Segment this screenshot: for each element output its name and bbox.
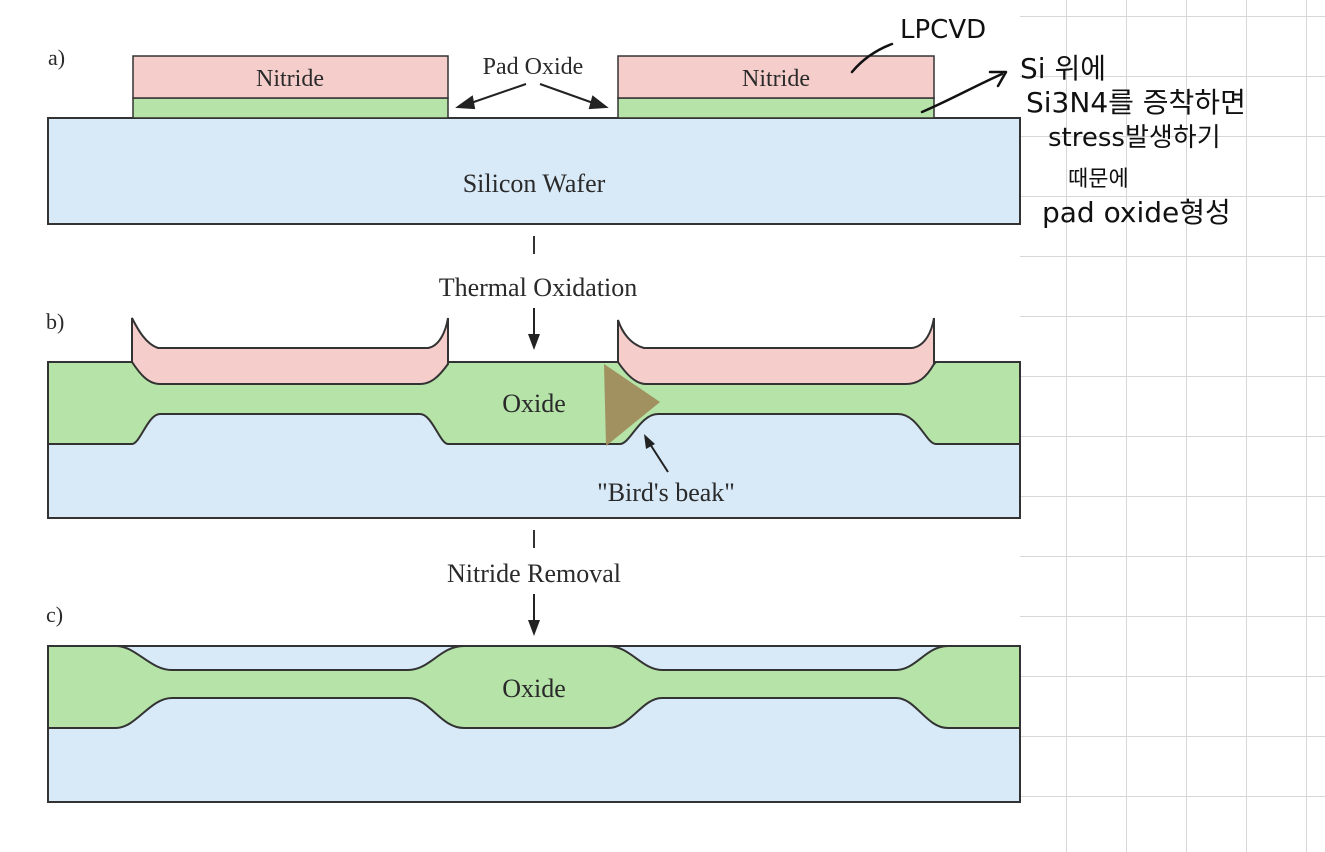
nitride-right (617, 55, 935, 99)
birds-beak-arrow (644, 434, 669, 473)
stress-note-arrowhead (988, 70, 1008, 88)
down-arrow-2 (528, 594, 540, 636)
silicon-wafer-label: Silicon Wafer (463, 169, 606, 198)
step-thermal-oxidation: Thermal Oxidation (439, 236, 638, 350)
step-thermal-oxidation-label: Thermal Oxidation (439, 273, 638, 302)
field-oxide-c (47, 645, 1021, 729)
panel-c-letter: c) (46, 602, 63, 627)
note-line-5: pad oxide형성 (1042, 196, 1231, 229)
nitride-left (132, 55, 449, 99)
note-line-2: Si3N4를 증착하면 (1026, 86, 1246, 119)
birds-beak-region (604, 364, 660, 446)
pad-oxide-label: Pad Oxide (483, 54, 584, 80)
panel-a-letter: a) (48, 45, 65, 70)
handwritten-annotations: LPCVD Si 위에 Si3N4를 증착하면 stress발생하기 때문에 p… (850, 15, 1246, 229)
panel-b-letter: b) (46, 309, 64, 334)
note-line-4: 때문에 (1068, 167, 1129, 192)
lpcvd-note: LPCVD (900, 15, 986, 45)
step-nitride-removal-label: Nitride Removal (447, 559, 621, 588)
pad-oxide-left (132, 97, 449, 119)
lpcvd-pointer-line (850, 42, 894, 74)
nitride-left-b (131, 317, 449, 385)
panel-b: b) Oxide "Bird's beak" (46, 309, 1021, 519)
birds-beak-label: "Bird's beak" (597, 478, 735, 507)
nitride-right-b (617, 317, 935, 385)
oxide-label-c: Oxide (502, 674, 566, 703)
pad-oxide-right (617, 97, 935, 119)
pad-oxide-arrows (455, 83, 609, 110)
panel-c: c) Oxide (46, 602, 1021, 803)
nitride-left-label: Nitride (256, 66, 324, 92)
nitride-right-label: Nitride (742, 66, 810, 92)
note-line-1: Si 위에 (1020, 52, 1106, 85)
note-line-3: stress발생하기 (1048, 123, 1221, 153)
oxide-label-b: Oxide (502, 389, 566, 418)
stress-note-arrow (920, 72, 1004, 114)
down-arrow-1 (528, 308, 540, 350)
step-nitride-removal: Nitride Removal (447, 530, 621, 636)
silicon-wafer-a (47, 117, 1021, 225)
panel-a: a) Nitride Nitride Pad Oxide Silicon Waf… (47, 45, 1021, 225)
